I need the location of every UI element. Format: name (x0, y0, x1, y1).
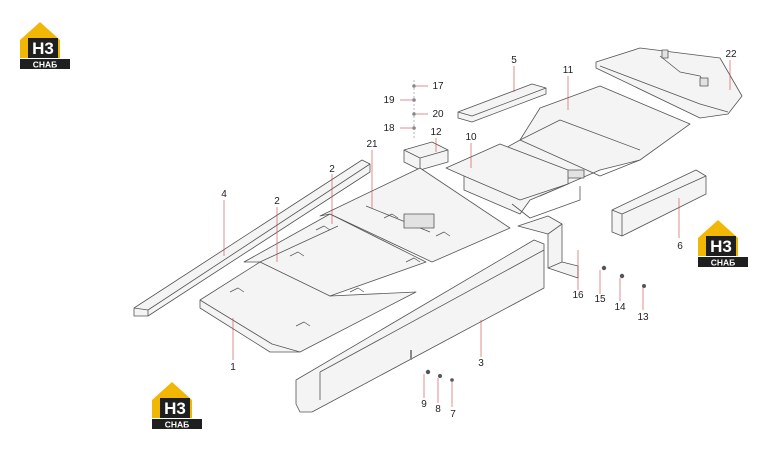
callout-17: 17 (432, 81, 444, 92)
callout-5: 5 (511, 55, 517, 66)
brand-logo-top-left: H3 СНАБ (18, 20, 72, 70)
callout-10: 10 (465, 132, 477, 143)
callout-15: 15 (594, 294, 606, 305)
part-6-channel (611, 169, 707, 237)
leader-lines (223, 60, 731, 407)
logo-sub-text: СНАБ (33, 60, 58, 70)
part-5-channel (457, 83, 547, 123)
callout-14: 14 (614, 302, 626, 313)
callout-3: 3 (478, 358, 484, 369)
callout-16: 16 (572, 290, 584, 301)
callout-2-left: 2 (274, 196, 280, 207)
callout-2-right: 2 (329, 164, 335, 175)
logo-main-text: H3 (164, 399, 186, 418)
callout-8: 8 (435, 404, 441, 415)
part-4-side-rail (133, 159, 371, 317)
logo-main-text: H3 (32, 39, 54, 58)
brand-logo-right: H3 СНАБ (696, 218, 750, 268)
part-3-lower-rail (295, 239, 545, 413)
callout-1: 1 (230, 362, 236, 373)
callout-labels: 1 2 2 3 4 5 6 7 8 9 10 11 12 13 14 15 16… (221, 49, 737, 420)
callout-4: 4 (221, 189, 227, 200)
hardware-13-15 (601, 265, 646, 288)
part-10-support (445, 143, 581, 219)
callout-13: 13 (637, 312, 649, 323)
callout-18: 18 (383, 123, 395, 134)
part-22-cover (595, 47, 743, 119)
part-21-floor-plate (319, 167, 511, 263)
logo-sub-text: СНАБ (711, 258, 736, 268)
hardware-7-9 (425, 369, 454, 382)
callout-22: 22 (725, 49, 737, 60)
callout-9: 9 (421, 399, 427, 410)
callout-11: 11 (563, 65, 574, 76)
callout-19: 19 (383, 95, 395, 106)
callout-20: 20 (432, 109, 444, 120)
callout-21: 21 (366, 139, 378, 150)
part-2-floor-plate (243, 213, 427, 297)
brand-logo-bottom-left: H3 СНАБ (150, 380, 204, 430)
part-12-bracket (403, 141, 449, 171)
callout-12: 12 (430, 127, 442, 138)
callout-6: 6 (677, 241, 683, 252)
callout-7: 7 (450, 409, 456, 420)
hardware-column-17-20 (412, 84, 416, 130)
plate-mounting-details (229, 213, 451, 327)
logo-main-text: H3 (710, 237, 732, 256)
logo-sub-text: СНАБ (165, 420, 190, 430)
